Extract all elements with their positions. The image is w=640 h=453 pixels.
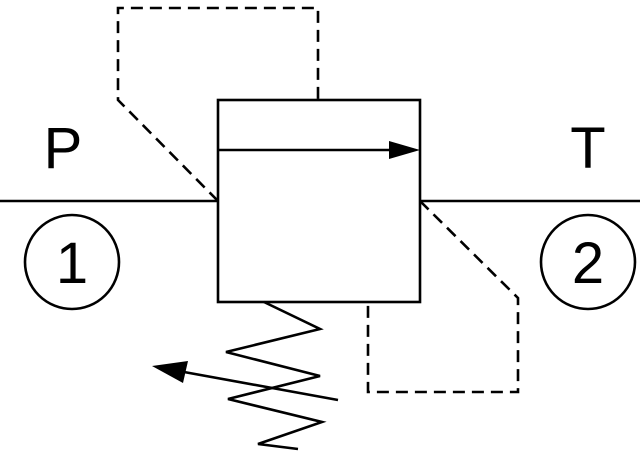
port-label-t: T xyxy=(570,116,605,181)
valve-flow-arrowhead xyxy=(389,141,420,159)
port-label-p: P xyxy=(44,116,83,181)
pilot-drain-line xyxy=(366,200,520,394)
valve-body xyxy=(216,98,422,304)
adjustment-arrow-shaft xyxy=(183,370,339,402)
port-number-1: 1 xyxy=(56,231,88,296)
port-circle-2 xyxy=(539,213,637,311)
spring xyxy=(225,300,327,451)
pilot-line-top xyxy=(116,6,320,202)
port-circle-1 xyxy=(23,213,121,311)
port-number-2: 2 xyxy=(572,231,604,296)
adjustment-arrowhead xyxy=(152,361,188,383)
